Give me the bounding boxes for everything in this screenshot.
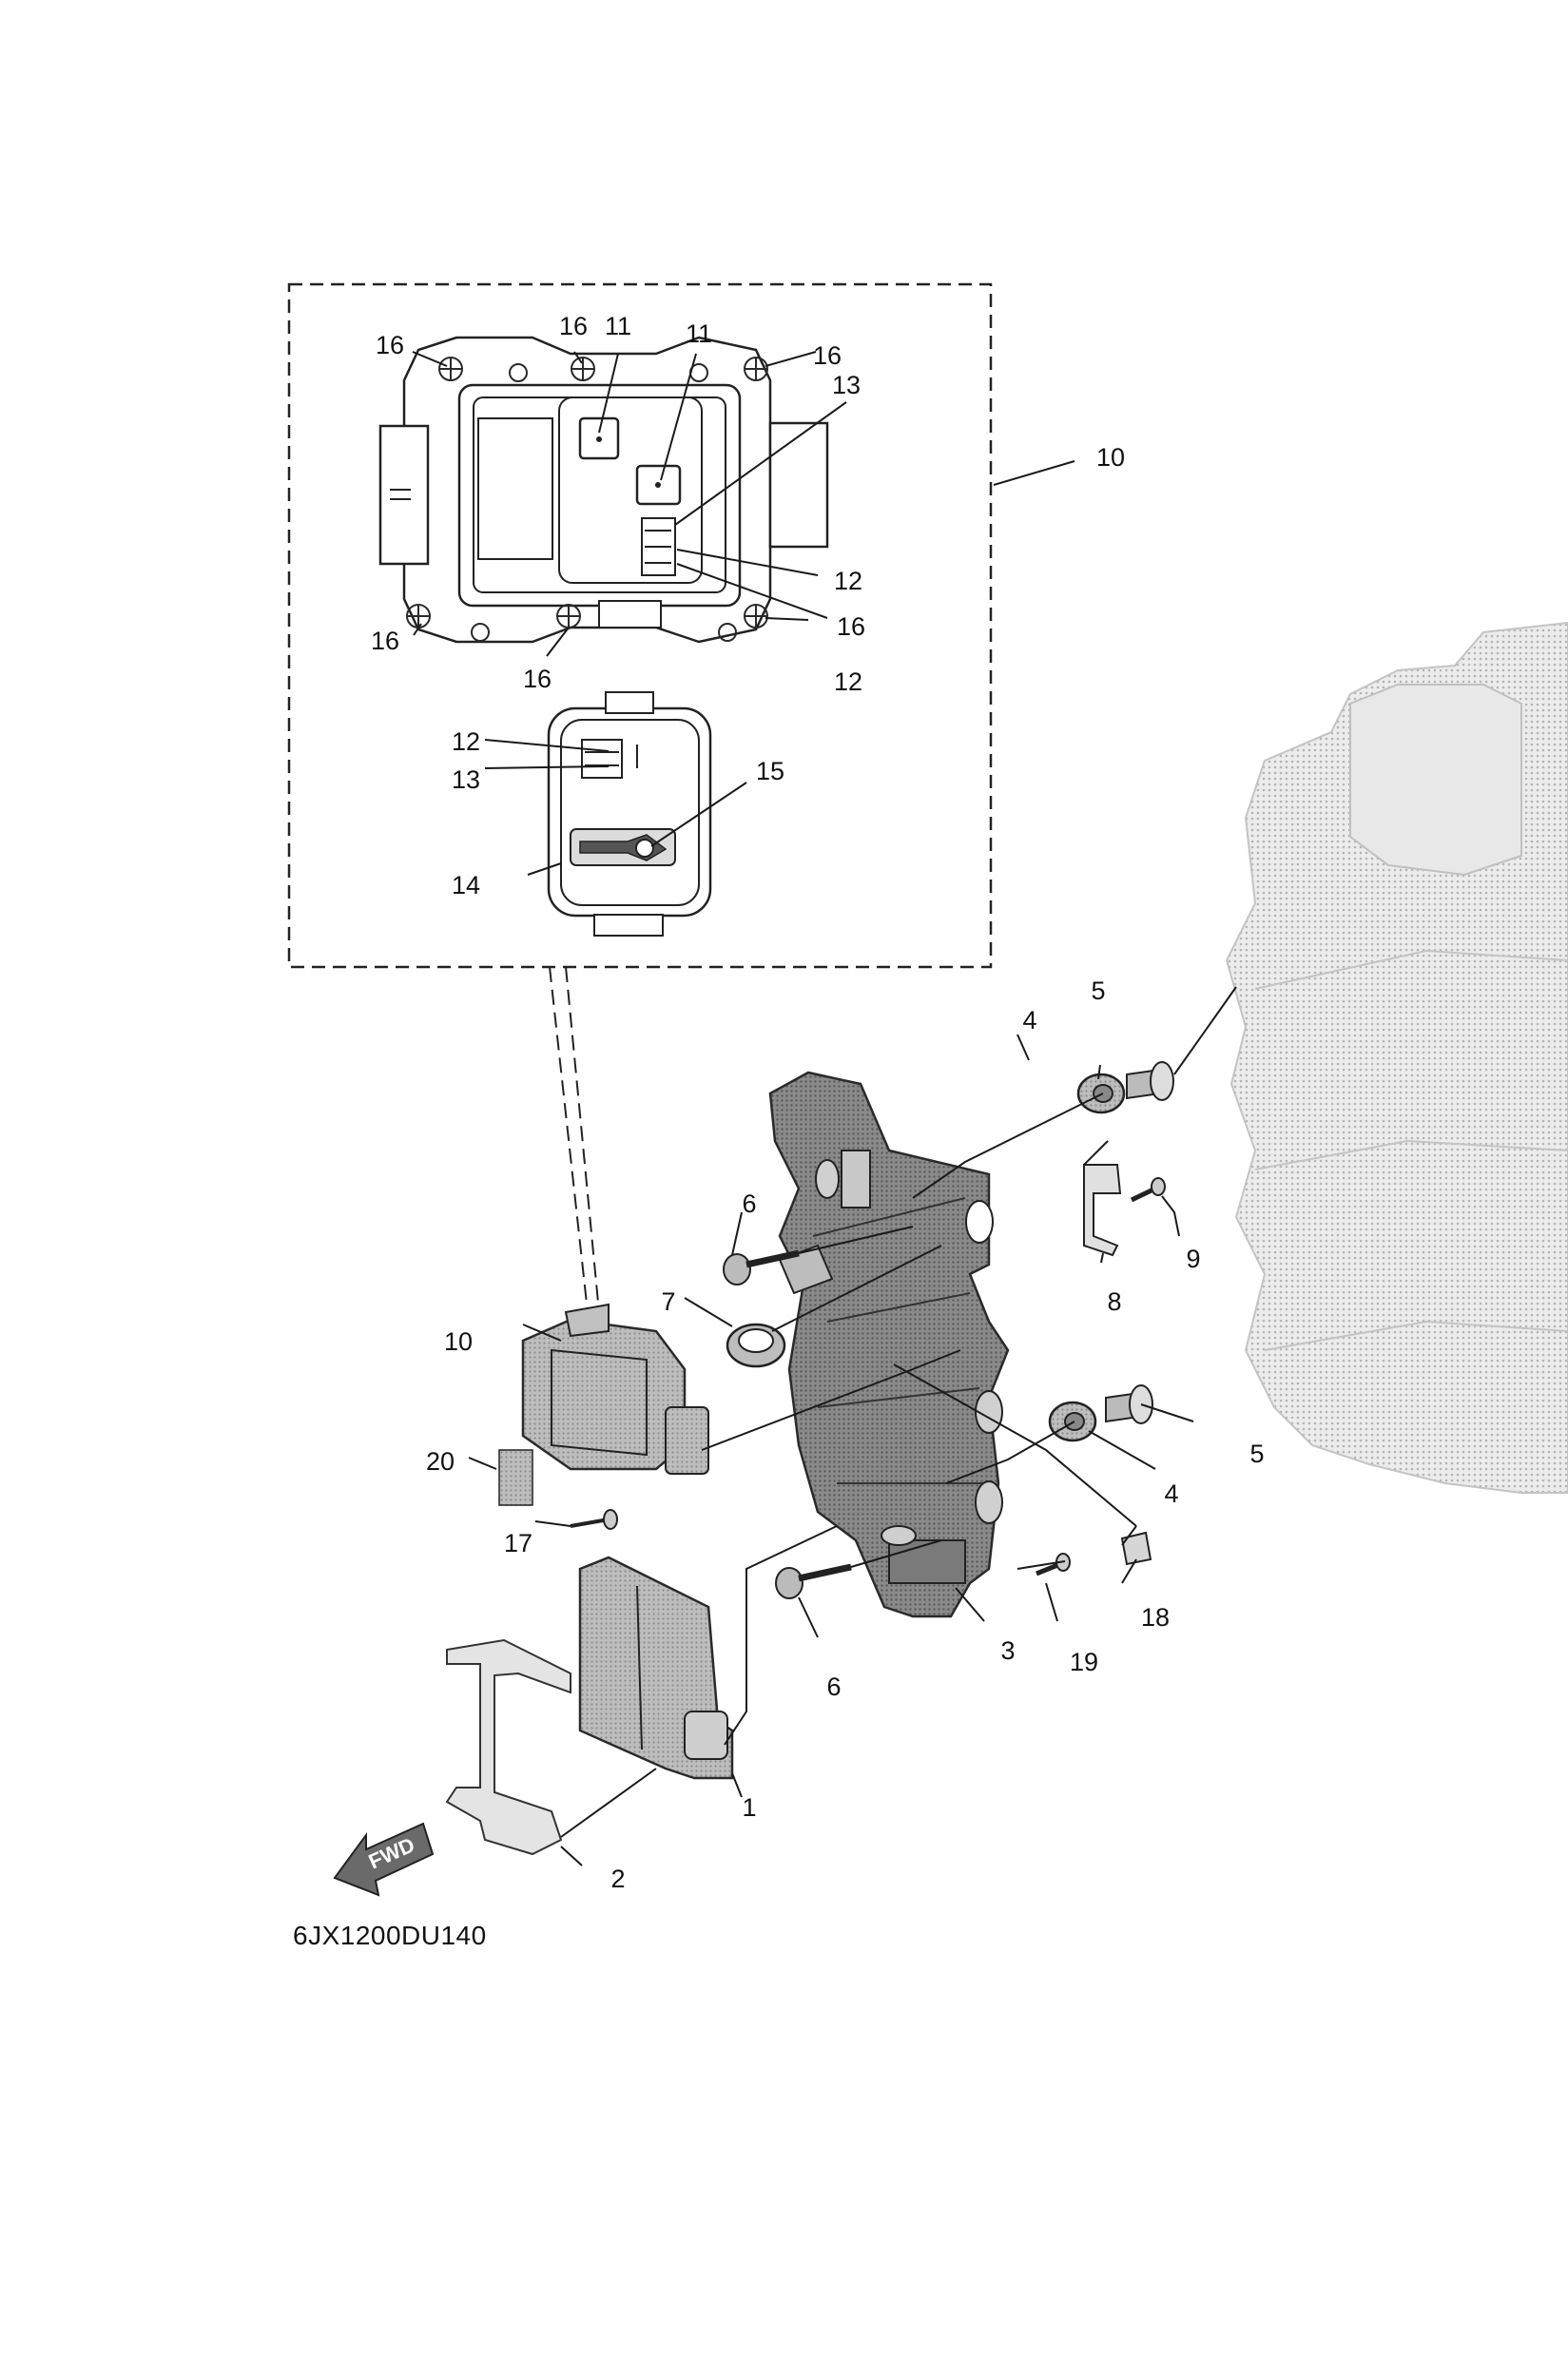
callout-16: 16: [371, 627, 399, 655]
callout-13: 13: [832, 371, 861, 399]
callout-1: 1: [742, 1793, 756, 1822]
callout-16: 16: [376, 331, 404, 359]
callout-19: 19: [1070, 1648, 1098, 1676]
part-17-bolt: [570, 1509, 618, 1530]
part-6-bolt-lower: [775, 1563, 852, 1599]
inset-dashed-leader: [549, 966, 600, 1313]
drawing-code: 6JX1200DU140: [293, 1921, 487, 1950]
callout-16: 16: [837, 612, 865, 641]
callout-11: 11: [686, 319, 712, 348]
part-8-plate: [1083, 1164, 1122, 1257]
callout-10: 10: [444, 1327, 473, 1356]
callout-leaders: [412, 351, 1194, 1866]
callout-12: 12: [834, 667, 862, 696]
part-3-electrical-bracket: [768, 1071, 1010, 1618]
assembly-center-lines: [560, 986, 1237, 1838]
callout-16: 16: [523, 665, 552, 693]
part-5-collar-lower: [1105, 1384, 1153, 1424]
part-7-hose-clamp: [726, 1323, 786, 1368]
callout-14: 14: [452, 871, 480, 899]
callout-12: 12: [834, 567, 862, 595]
part-9-screw: [1130, 1177, 1166, 1203]
detail-inset-frame: [287, 282, 993, 969]
callout-20: 20: [426, 1447, 455, 1476]
callout-6: 6: [826, 1673, 841, 1701]
fwd-direction-arrow: FWD: [333, 1822, 435, 1897]
part-10-ecu-assembly: [521, 1303, 709, 1475]
callout-16: 16: [559, 312, 588, 340]
callout-7: 7: [661, 1287, 675, 1316]
part-1-control-module: [578, 1556, 734, 1780]
part-6-bolt-upper: [723, 1249, 800, 1286]
engine-block-ghost: [1225, 621, 1568, 1494]
callout-17: 17: [504, 1529, 532, 1557]
part-2-mounting-bracket: [445, 1638, 571, 1856]
callout-12: 12: [452, 727, 480, 756]
callout-11: 11: [605, 312, 631, 340]
callout-4: 4: [1022, 1006, 1036, 1034]
callout-5: 5: [1091, 976, 1105, 1005]
part-18-clip: [1120, 1531, 1152, 1566]
callout-6: 6: [742, 1189, 756, 1218]
callout-10: 10: [1096, 443, 1125, 472]
connector-cover-detail: [547, 691, 712, 937]
callout-13: 13: [452, 765, 480, 794]
callout-9: 9: [1186, 1245, 1200, 1273]
callout-18: 18: [1141, 1603, 1170, 1632]
part-20-label: [498, 1449, 533, 1506]
callout-8: 8: [1107, 1287, 1121, 1316]
part-5-collar-upper: [1126, 1061, 1174, 1101]
ecu-top-view: [378, 336, 829, 644]
callout-16: 16: [813, 341, 842, 370]
callout-3: 3: [1000, 1636, 1015, 1665]
callout-5: 5: [1249, 1440, 1264, 1468]
callout-4: 4: [1164, 1479, 1178, 1508]
callout-2: 2: [610, 1865, 625, 1893]
callout-15: 15: [756, 757, 784, 785]
